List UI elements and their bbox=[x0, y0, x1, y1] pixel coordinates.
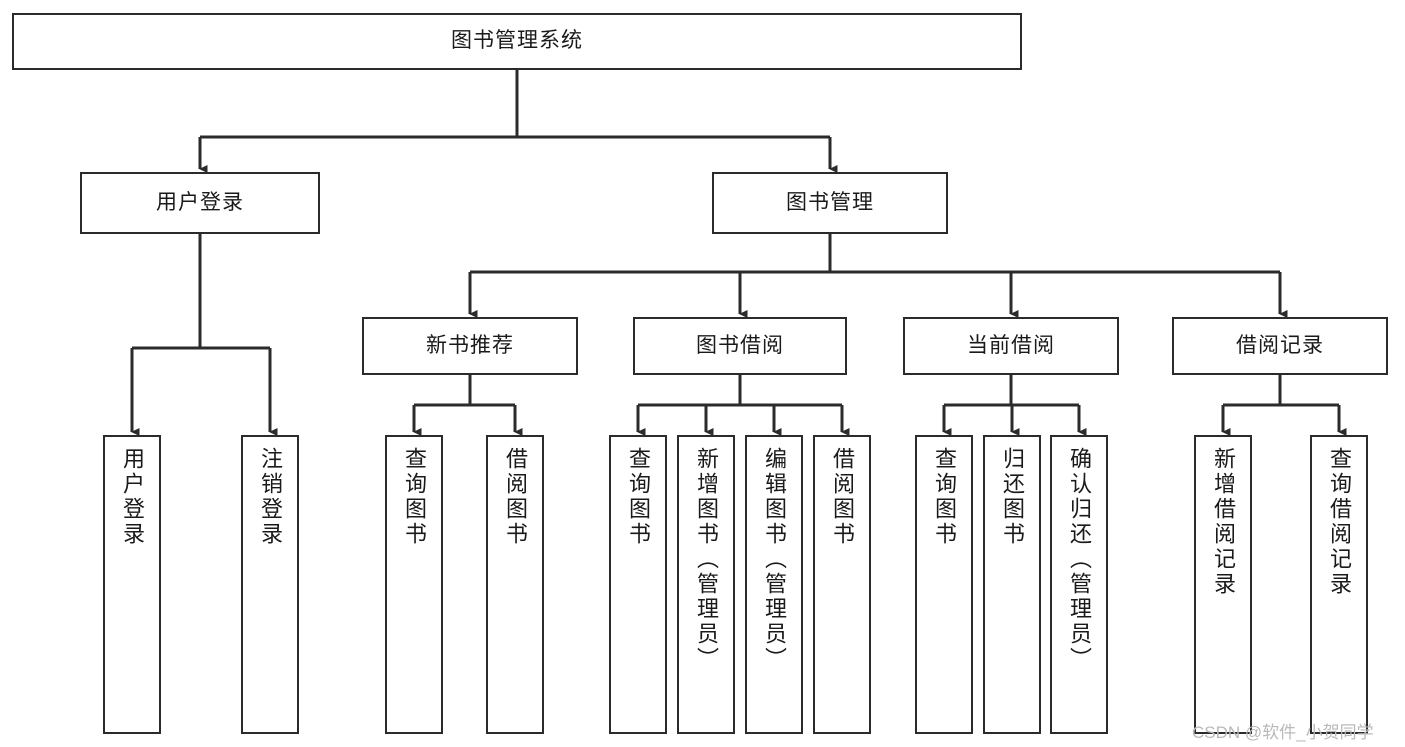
watermark-text: CSDN @软件_小贺同学 bbox=[1192, 723, 1374, 742]
node-l12[interactable]: 新增借阅记录 bbox=[1194, 435, 1252, 734]
node-l10[interactable]: 归还图书 bbox=[983, 435, 1041, 734]
node-records[interactable]: 借阅记录 bbox=[1172, 317, 1388, 375]
node-l2[interactable]: 注销登录 bbox=[241, 435, 299, 734]
node-label: 借阅图书 bbox=[830, 447, 855, 547]
node-label: 查询借阅记录 bbox=[1327, 447, 1352, 597]
node-l5[interactable]: 查询图书 bbox=[609, 435, 667, 734]
node-label: 确认归还（管理员） bbox=[1067, 447, 1092, 672]
node-l1[interactable]: 用户登录 bbox=[103, 435, 161, 734]
node-root[interactable]: 图书管理系统 bbox=[12, 13, 1022, 70]
node-current[interactable]: 当前借阅 bbox=[903, 317, 1119, 375]
node-label: 注销登录 bbox=[258, 447, 283, 547]
node-l6[interactable]: 新增图书（管理员） bbox=[677, 435, 735, 734]
node-label: 图书管理系统 bbox=[451, 29, 583, 53]
node-label: 用户登录 bbox=[120, 447, 145, 547]
node-label: 归还图书 bbox=[1000, 447, 1025, 547]
node-login[interactable]: 用户登录 bbox=[80, 172, 320, 234]
node-label: 编辑图书（管理员） bbox=[762, 447, 787, 672]
node-label: 图书借阅 bbox=[696, 333, 784, 357]
node-l9[interactable]: 查询图书 bbox=[915, 435, 973, 734]
node-l8[interactable]: 借阅图书 bbox=[813, 435, 871, 734]
edges bbox=[130, 70, 1347, 436]
node-l3[interactable]: 查询图书 bbox=[385, 435, 443, 734]
node-label: 当前借阅 bbox=[967, 333, 1055, 357]
node-l7[interactable]: 编辑图书（管理员） bbox=[745, 435, 803, 734]
node-label: 新增图书（管理员） bbox=[694, 447, 719, 672]
node-label: 查询图书 bbox=[932, 447, 957, 547]
node-label: 借阅记录 bbox=[1236, 333, 1324, 357]
node-l13[interactable]: 查询借阅记录 bbox=[1310, 435, 1368, 734]
node-label: 查询图书 bbox=[626, 447, 651, 547]
node-borrow[interactable]: 图书借阅 bbox=[633, 317, 847, 375]
node-label: 查询图书 bbox=[402, 447, 427, 547]
node-label: 用户登录 bbox=[156, 190, 244, 214]
node-label: 借阅图书 bbox=[503, 447, 528, 547]
node-newbook[interactable]: 新书推荐 bbox=[362, 317, 578, 375]
node-label: 新增借阅记录 bbox=[1211, 447, 1236, 597]
node-bookmgmt[interactable]: 图书管理 bbox=[712, 172, 948, 234]
node-l4[interactable]: 借阅图书 bbox=[486, 435, 544, 734]
node-label: 新书推荐 bbox=[426, 333, 514, 357]
node-label: 图书管理 bbox=[786, 190, 874, 214]
node-l11[interactable]: 确认归还（管理员） bbox=[1050, 435, 1108, 734]
